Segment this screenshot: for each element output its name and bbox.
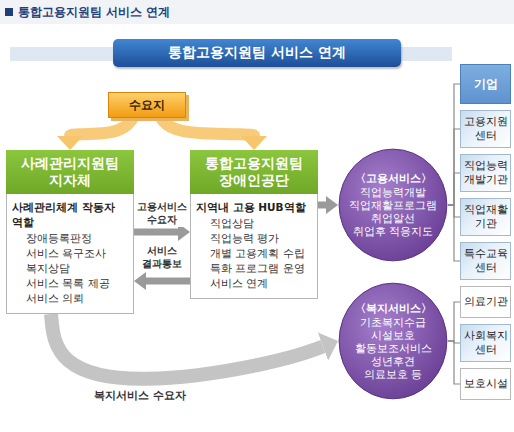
bracket-line — [448, 341, 460, 384]
node-text: 시설보호 — [371, 329, 415, 342]
bracket-line — [448, 205, 460, 261]
diagram-title: 통합고용지원팀 서비스 연계 — [18, 4, 170, 21]
node-text: 특화 프로그램 운영 — [196, 261, 312, 276]
node-text: 사회복지 센터 — [463, 329, 508, 357]
node-text: 서비스 목록 제공 — [12, 276, 128, 291]
agency-box: 고용지원 센터 — [460, 110, 511, 148]
node-text: 기업 — [474, 76, 498, 93]
node-text: 서비스 연계 — [196, 276, 312, 291]
team-panel: 사례관리지원팀 지자체사례관리체계 작동자 역할장애등록판정서비스 욕구조사복지… — [6, 150, 134, 314]
flow-arrow — [146, 278, 190, 285]
node-text: 의료기관 — [464, 295, 508, 309]
agency-box: 사회복지 센터 — [460, 324, 511, 362]
bracket-line — [448, 84, 460, 205]
node-text: 서비스 욕구조사 — [12, 246, 128, 261]
role-heading: 〈복지서비스〉 — [355, 302, 432, 315]
team-panel: 통합고용지원팀 장애인공단지역내 고용 HUB역할직업상담직업능력 평가개별 고… — [190, 150, 318, 299]
node-text: 직업재활프로그램 — [349, 199, 437, 212]
node-text: 직업능력 개발기관 — [463, 159, 508, 187]
service-ellipse: 〈고용서비스〉직업능력개발직업재활프로그램취업알선취업후 적응지도 — [338, 148, 448, 262]
node-text: 통합고용지원팀 서비스 연계 — [168, 44, 346, 62]
bracket-line — [448, 302, 460, 341]
node-text: 서비스 의뢰 — [12, 291, 128, 306]
flow-arrow — [134, 229, 178, 236]
node-text: 의료보호 등 — [364, 368, 422, 381]
source-box: 수요지 — [108, 92, 186, 118]
node-text: 직업능력개발 — [360, 186, 426, 199]
role-heading: 〈고용서비스〉 — [355, 172, 432, 185]
flow-arrow — [70, 118, 133, 136]
agency-box: 직업재활 기관 — [460, 198, 511, 236]
node-text: 활동보조서비스 — [355, 342, 432, 355]
node-text: 장애등록판정 — [12, 231, 128, 246]
flow-arrow — [51, 314, 323, 379]
panel-header: 통합고용지원팀 장애인공단 — [190, 150, 318, 194]
flow-arrow — [161, 118, 254, 136]
ellipse-shape — [338, 282, 448, 400]
node-text: 수요지 — [129, 97, 165, 114]
node-text: 복지상담 — [12, 261, 128, 276]
ellipse-outline — [339, 283, 447, 399]
role-heading: 지역내 고용 HUB역할 — [196, 200, 312, 215]
node-text: 직업상담 — [196, 216, 312, 231]
node-text: 취업알선 — [371, 212, 415, 225]
panel-body: 지역내 고용 HUB역할직업상담직업능력 평가개별 고용계획 수립특화 프로그램… — [190, 194, 318, 299]
edge-label: 복지서비스 수요자 — [70, 388, 210, 403]
node-text: 개별 고용계획 수립 — [196, 246, 312, 261]
agency-box: 보호시설 — [460, 368, 511, 400]
role-heading: 사례관리체계 작동자 역할 — [12, 200, 128, 230]
node-text: 취업후 적응지도 — [353, 225, 433, 238]
header-band — [0, 0, 514, 24]
agency-box: 특수교육 센터 — [460, 242, 511, 280]
node-text: 기초복지수급 — [360, 316, 426, 329]
bracket-line — [448, 173, 460, 205]
node-text: 직업능력 평가 — [196, 231, 312, 246]
edge-label: 서비스 결과통보 — [135, 243, 189, 271]
node-text: 보호시설 — [464, 377, 508, 391]
title-box: 통합고용지원팀 서비스 연계 — [113, 39, 401, 67]
node-text: 고용지원 센터 — [463, 115, 508, 143]
agency-box: 의료기관 — [460, 286, 511, 318]
bracket-line — [448, 129, 460, 205]
node-text: 특수교육 센터 — [463, 247, 508, 275]
ellipse-outline — [339, 149, 447, 261]
title-bullet — [5, 8, 13, 16]
node-text: 직업재활 기관 — [463, 203, 508, 231]
panel-header: 사례관리지원팀 지자체 — [6, 150, 134, 194]
edge-label: 고용서비스 수요자 — [135, 199, 189, 227]
flow-arrow — [318, 202, 326, 209]
service-ellipse: 〈복지서비스〉기초복지수급시설보호활동보조서비스성년후견의료보호 등 — [338, 282, 448, 400]
company-box: 기업 — [460, 64, 511, 104]
node-text: 성년후견 — [371, 355, 415, 368]
agency-box: 직업능력 개발기관 — [460, 154, 511, 192]
panel-body: 사례관리체계 작동자 역할장애등록판정서비스 욕구조사복지상담서비스 목록 제공… — [6, 194, 134, 314]
